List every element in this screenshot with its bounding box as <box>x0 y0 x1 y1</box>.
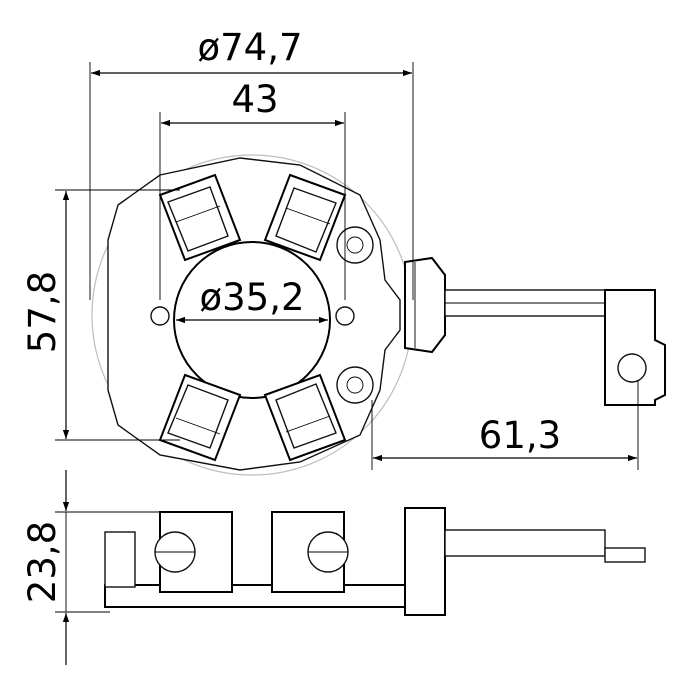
mounting-hole-right <box>335 306 355 326</box>
dim-outer-diameter: ø74,7 <box>89 26 414 300</box>
dim-width-43: 43 <box>159 78 346 300</box>
dim-lead-61-3: 61,3 <box>371 380 639 470</box>
brush-box-top-left <box>158 173 242 262</box>
connector-block <box>404 256 446 354</box>
terminal-lug <box>604 289 666 406</box>
spring-lower <box>336 366 374 404</box>
dim-height-57-8: 57,8 <box>21 189 180 441</box>
dim-label-width-43: 43 <box>231 78 278 121</box>
brush-box-top-right <box>263 173 347 262</box>
dim-label-height-57-8: 57,8 <box>21 271 64 353</box>
dim-label-outer-diameter: ø74,7 <box>197 26 302 69</box>
side-terminal-lug <box>604 547 646 563</box>
side-cable <box>444 529 606 557</box>
terminal-lug-hole <box>617 353 647 383</box>
dim-side-height-23-8: 23,8 <box>21 470 165 665</box>
brush-box-bottom-left <box>158 373 242 462</box>
top-view <box>91 154 666 476</box>
side-connector <box>404 507 446 616</box>
side-view <box>104 507 646 616</box>
mounting-hole-left <box>150 306 170 326</box>
dim-label-inner-diameter: ø35,2 <box>199 276 304 319</box>
dim-label-lead-61-3: 61,3 <box>479 414 561 457</box>
dim-label-side-height-23-8: 23,8 <box>21 521 64 603</box>
spring-upper <box>336 226 374 264</box>
side-left-bracket <box>104 531 136 588</box>
side-base <box>104 584 411 608</box>
brush-box-bottom-right <box>263 373 347 462</box>
dim-inner-diameter: ø35,2 <box>176 276 328 324</box>
